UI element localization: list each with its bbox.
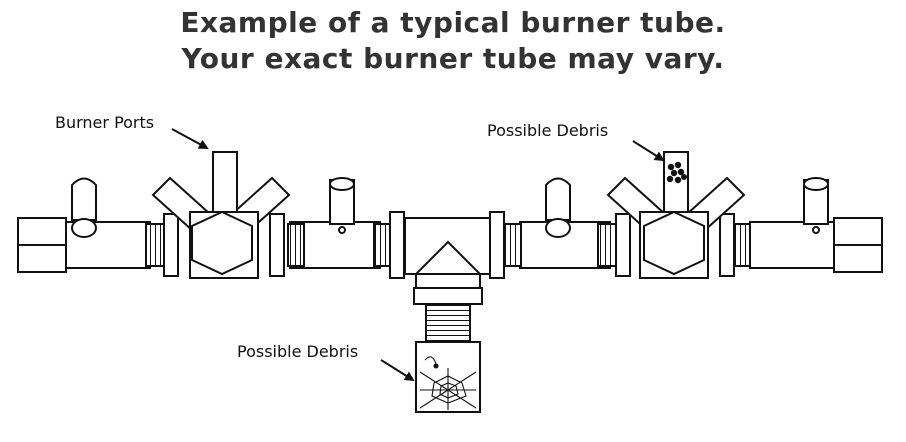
thread-section [504, 223, 522, 267]
arrow-debris-top [632, 140, 665, 162]
spider-web [419, 356, 477, 410]
diagram-title-line-2: Your exact burner tube may vary. [181, 42, 725, 75]
arrow-debris-bottom [380, 359, 415, 382]
diagram-title-line-1: Example of a typical burner tube. [180, 6, 726, 39]
label-burner-ports: Burner Ports [55, 113, 155, 132]
thread-section [145, 223, 165, 267]
right-valve [606, 151, 746, 279]
collar [163, 211, 735, 279]
upright-port [71, 177, 97, 238]
upright-port [329, 177, 355, 234]
upright-port [545, 177, 571, 238]
thread-section [287, 223, 305, 267]
label-possible-debris-bottom: Possible Debris [237, 342, 359, 361]
end-cap-right [833, 217, 883, 273]
upright-port [803, 177, 829, 234]
debris-dots [666, 161, 687, 184]
thread-section [373, 223, 391, 267]
left-valve [151, 151, 291, 279]
arrow-burner-ports [171, 128, 209, 149]
thread-section [597, 223, 617, 267]
end-cap-left [17, 217, 67, 273]
label-possible-debris-top: Possible Debris [487, 121, 609, 140]
thread-section [733, 223, 751, 267]
